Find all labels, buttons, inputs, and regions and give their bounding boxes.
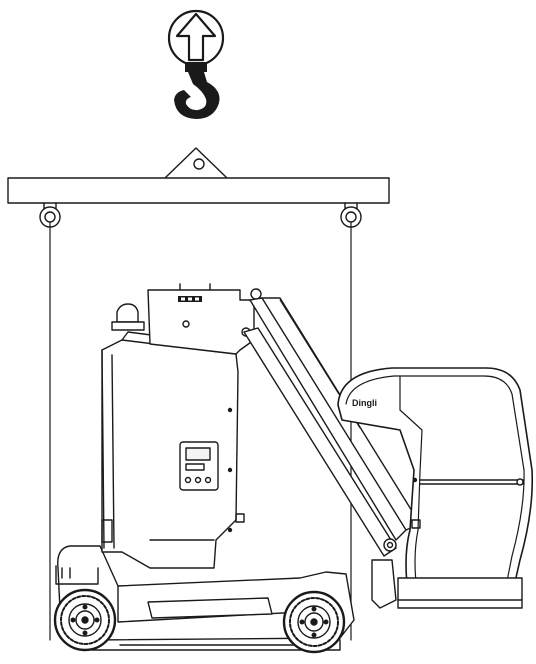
front-wheel: [53, 588, 117, 652]
platform-basket: Dingli: [337, 367, 534, 609]
lifting-slings: [49, 221, 352, 641]
beacon-light: [111, 303, 145, 331]
crane-hook-icon: [174, 62, 220, 119]
brand-logo-text: Dingli: [352, 398, 377, 408]
brand-logo: Dingli: [352, 398, 377, 408]
lift-up-arrow-icon: [167, 9, 225, 67]
rear-wheel: [282, 590, 346, 654]
spreader-beam: [7, 147, 390, 228]
ground-control-panel: [179, 441, 219, 491]
machine-chassis: [55, 545, 355, 651]
machine-base-module: [101, 331, 245, 569]
jib-arm: [243, 297, 421, 609]
mast-head: [147, 283, 262, 355]
